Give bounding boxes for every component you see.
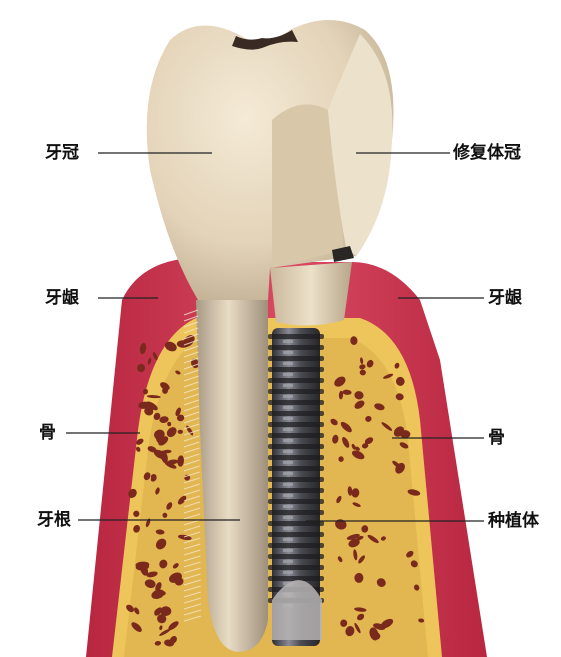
label-root: 牙根	[37, 510, 71, 530]
implant-thread-highlight	[283, 406, 293, 409]
implant-thread-highlight	[283, 340, 293, 343]
implant-thread-highlight	[283, 494, 293, 497]
implant-thread-highlight	[283, 505, 293, 508]
implant-thread-highlight	[283, 373, 293, 376]
implant-thread	[268, 488, 324, 493]
implant-thread	[268, 521, 324, 526]
implant-thread	[268, 400, 324, 405]
implant-thread-highlight	[283, 527, 293, 530]
implant-thread	[268, 565, 324, 570]
implant-thread-highlight	[283, 395, 293, 398]
label-restoration-crown: 修复体冠	[453, 143, 521, 163]
implant-thread	[268, 378, 324, 383]
implant-thread	[268, 356, 324, 361]
implant-thread	[268, 367, 324, 372]
implant-thread-highlight	[283, 351, 293, 354]
implant-thread-highlight	[283, 417, 293, 420]
implant-thread-highlight	[283, 384, 293, 387]
implant-thread-highlight	[283, 362, 293, 365]
implant-thread	[268, 532, 324, 537]
implant-thread	[268, 543, 324, 548]
implant-thread	[268, 334, 324, 339]
implant-thread-highlight	[283, 461, 293, 464]
implant-thread-highlight	[283, 538, 293, 541]
implant-thread	[268, 510, 324, 515]
implant-thread	[268, 455, 324, 460]
implant-thread	[268, 389, 324, 394]
implant-thread	[268, 411, 324, 416]
implant-thread	[268, 499, 324, 504]
implant-thread-highlight	[283, 571, 293, 574]
label-crown: 牙冠	[45, 143, 79, 163]
bone-pore	[178, 430, 183, 434]
implant-thread-highlight	[283, 472, 293, 475]
implant-thread	[268, 433, 324, 438]
implant-thread-highlight	[283, 483, 293, 486]
implant-thread-highlight	[283, 450, 293, 453]
implant-thread	[268, 444, 324, 449]
implant-thread-highlight	[283, 516, 293, 519]
implant-thread-highlight	[283, 428, 293, 431]
label-implant: 种植体	[488, 511, 539, 531]
implant-thread-highlight	[283, 439, 293, 442]
implant-thread-highlight	[283, 560, 293, 563]
implant-thread	[268, 422, 324, 427]
implant-thread	[268, 477, 324, 482]
implant-thread-highlight	[283, 549, 293, 552]
label-bone-left: 骨	[39, 423, 56, 443]
abutment	[270, 262, 352, 326]
label-gum-left: 牙龈	[45, 288, 79, 308]
implant-thread	[268, 554, 324, 559]
implant-thread	[268, 466, 324, 471]
label-gum-right: 牙龈	[488, 288, 522, 308]
label-bone-right: 骨	[488, 428, 505, 448]
implant-thread	[268, 345, 324, 350]
